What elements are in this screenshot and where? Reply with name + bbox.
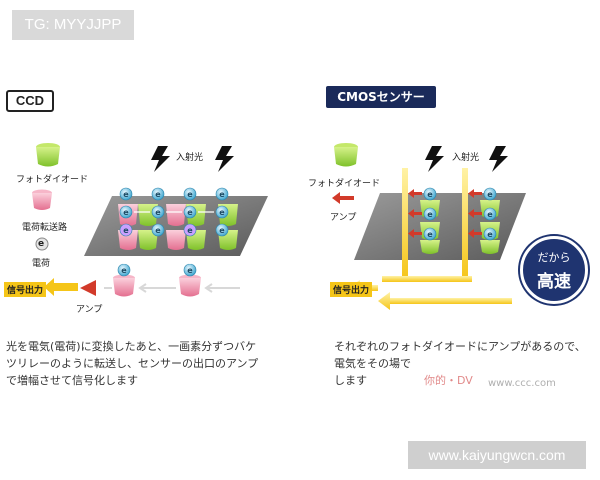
svg-text:e: e — [187, 190, 193, 199]
url-watermark: www.kaiyungwcn.com — [408, 441, 586, 469]
cmos-sensor-plate — [354, 193, 526, 260]
ccd-amp-icon — [80, 280, 96, 296]
overlay-watermark-1: 你的・DV — [424, 374, 473, 387]
cmos-signal-lines — [402, 168, 468, 280]
cmos-description-line: それぞれのフォトダイオードにアンプがあるので、 — [334, 340, 586, 353]
ccd-title: CCD — [6, 90, 54, 112]
speed-badge: だから 高速 — [520, 236, 588, 304]
ccd-description-line: で増幅させて信号化します — [6, 374, 138, 387]
cmos-light-label: 入射光 — [452, 153, 480, 163]
badge-line1: だから — [537, 251, 571, 264]
ccd-legend-photodiode-icon — [36, 143, 60, 167]
watermark-tag: TG: MYYJJPP — [12, 10, 134, 40]
ccd-legend-photodiode-label: フォトダイオード — [16, 175, 89, 185]
cmos-light-bolt-left-icon — [425, 146, 444, 172]
svg-text:e: e — [155, 190, 161, 199]
cmos-legend-amp-arrow-icon — [332, 192, 354, 204]
svg-text:e: e — [187, 266, 193, 275]
svg-text:e: e — [121, 266, 127, 275]
ccd-legend-transfer-label: 電荷転送路 — [22, 223, 68, 233]
svg-text:e: e — [487, 190, 493, 199]
ccd-legend-electron-icon — [35, 237, 49, 251]
svg-text:e: e — [219, 208, 225, 217]
ccd-description-line: 光を電気(電荷)に変換したあと、一画素分ずつバケ — [6, 340, 257, 353]
svg-text:e: e — [427, 210, 433, 219]
svg-text:e: e — [219, 226, 225, 235]
svg-text:e: e — [155, 208, 161, 217]
overlay-watermark-2: www.ccc.com — [488, 378, 556, 389]
ccd-legend-charge-label: 電荷 — [32, 259, 51, 269]
cmos-title: CMOSセンサー — [326, 86, 436, 108]
ccd-output-arrow-icon — [44, 278, 78, 296]
svg-text:e: e — [427, 190, 433, 199]
cmos-legend-amp-label: アンプ — [330, 213, 357, 223]
cmos-cell-grid: e e e e e e — [408, 187, 500, 254]
svg-text:e: e — [123, 208, 129, 217]
svg-text:e: e — [487, 210, 493, 219]
svg-text:e: e — [187, 226, 193, 235]
cmos-output-arrow-icon — [348, 276, 512, 310]
cmos-legend-photodiode-icon — [334, 143, 358, 167]
ccd-legend-electron-symbol: e — [38, 239, 45, 249]
ccd-amp-label: アンプ — [76, 305, 103, 315]
svg-text:e: e — [123, 226, 129, 235]
ccd-description: 光を電気(電荷)に変換したあと、一画素分ずつバケ ツリレーのように転送し、センサ… — [6, 338, 296, 389]
svg-text:e: e — [427, 230, 433, 239]
ccd-light-label: 入射光 — [176, 153, 204, 163]
ccd-transfer-arrows — [138, 283, 240, 293]
svg-text:e: e — [123, 190, 129, 199]
cmos-output-label: 信号出力 — [330, 282, 373, 297]
ccd-description-line: ツリレーのように転送し、センサーの出口のアンプ — [6, 357, 259, 370]
ccd-output-label: 信号出力 — [4, 282, 47, 297]
ccd-legend-transfer-icon — [32, 189, 52, 210]
cmos-light-bolt-right-icon — [489, 146, 508, 172]
cmos-legend-photodiode-label: フォトダイオード — [308, 179, 381, 189]
ccd-output-register: e e — [113, 256, 201, 297]
svg-text:e: e — [487, 230, 493, 239]
badge-line2: 高速 — [537, 272, 571, 292]
svg-text:e: e — [187, 208, 193, 217]
svg-text:e: e — [155, 226, 161, 235]
ccd-light-bolt-left-icon — [151, 146, 170, 172]
svg-text:e: e — [219, 190, 225, 199]
cmos-description-line: します — [334, 374, 367, 387]
ccd-light-bolt-right-icon — [215, 146, 234, 172]
cmos-description: それぞれのフォトダイオードにアンプがあるので、 電気をその場で します — [334, 338, 596, 389]
cmos-description-line: 電気をその場で — [334, 357, 411, 370]
